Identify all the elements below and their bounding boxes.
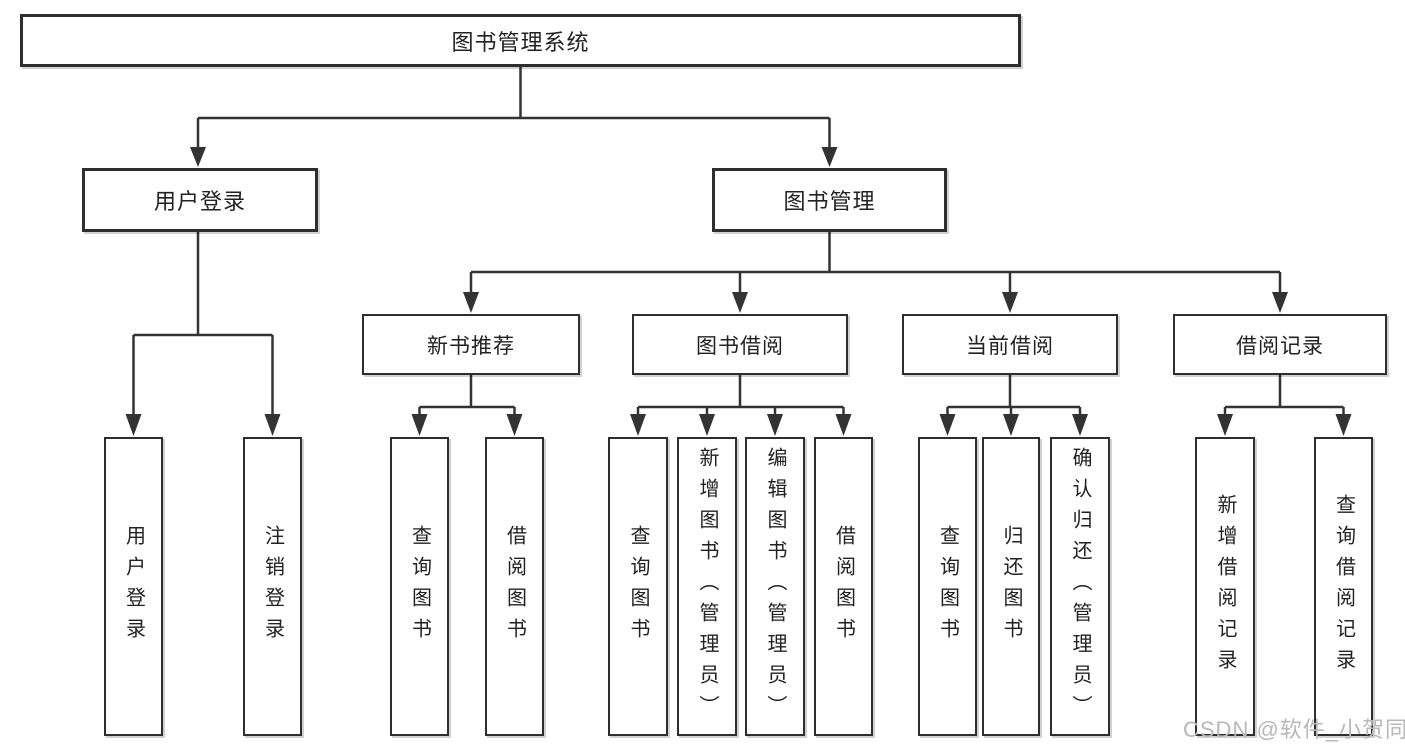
leaf-query-books-borrowing: 查询图书	[608, 437, 668, 736]
leaf-label: 新增图书（管理员）	[696, 447, 718, 726]
leaf-label: 确认归还（管理员）	[1069, 447, 1091, 726]
leaf-label: 编辑图书（管理员）	[764, 447, 786, 726]
leaf-logout: 注销登录	[243, 437, 302, 736]
leaf-label: 注销登录	[261, 524, 284, 649]
leaf-label: 借阅图书	[503, 524, 526, 649]
leaf-confirm-return-admin: 确认归还（管理员）	[1050, 437, 1110, 736]
watermark: CSDN @软件_小贺同学	[1183, 717, 1405, 742]
leaf-label: 归还图书	[1000, 524, 1022, 649]
leaf-query-books-recommend: 查询图书	[390, 437, 449, 736]
leaf-label: 新增借阅记录	[1214, 493, 1236, 680]
leaf-label: 查询图书	[408, 524, 431, 649]
leaf-add-borrow-record: 新增借阅记录	[1195, 437, 1255, 736]
leaf-label: 查询图书	[627, 524, 649, 649]
leaf-return-book: 归还图书	[982, 437, 1040, 736]
node-user-login: 用户登录	[82, 168, 318, 232]
leaf-borrow-books-borrowing: 借阅图书	[814, 437, 873, 736]
node-book-management: 图书管理	[712, 168, 947, 232]
leaf-edit-book-admin: 编辑图书（管理员）	[745, 437, 805, 736]
leaf-query-books-current: 查询图书	[918, 437, 977, 736]
leaf-label: 查询图书	[936, 524, 959, 649]
node-book-borrowing: 图书借阅	[632, 314, 848, 375]
leaf-label: 查询借阅记录	[1332, 493, 1355, 680]
leaf-label: 用户登录	[122, 524, 145, 649]
leaf-borrow-books-recommend: 借阅图书	[485, 437, 544, 736]
node-borrowing-records: 借阅记录	[1173, 314, 1387, 375]
leaf-add-book-admin: 新增图书（管理员）	[677, 437, 737, 736]
leaf-user-login: 用户登录	[104, 437, 163, 736]
tree-edges	[132, 67, 1345, 416]
leaf-label: 借阅图书	[832, 524, 855, 649]
node-new-book-recommend: 新书推荐	[362, 314, 580, 375]
node-library-management-system: 图书管理系统	[20, 14, 1021, 67]
node-current-borrowing: 当前借阅	[902, 314, 1118, 375]
leaf-query-borrow-record: 查询借阅记录	[1314, 437, 1373, 736]
